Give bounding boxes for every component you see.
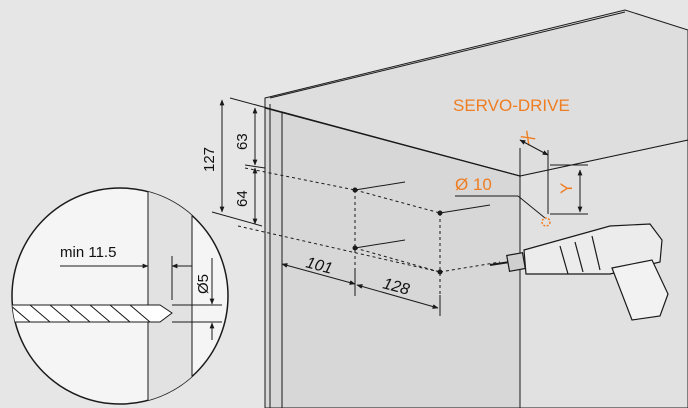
dim-127-top-ext: [229, 97, 521, 177]
dim-vertical: [211, 99, 266, 227]
layout-dash-diag: [354, 189, 441, 214]
dim-63-label: 63: [234, 133, 251, 150]
dim-horizontal: [281, 263, 441, 316]
panel-top: [264, 9, 688, 177]
layout-dash-row-mid: [354, 247, 441, 273]
layout-dash-row-top: [244, 167, 356, 191]
leader-1: [354, 181, 406, 191]
dia-5-label: Ø5: [195, 274, 212, 294]
holes: [352, 187, 443, 275]
hole-2: [352, 245, 358, 251]
drill-layout: [229, 97, 521, 315]
dim-64-label: 64: [234, 190, 251, 207]
dim-128-label: 128: [381, 275, 411, 298]
hole-3: [437, 210, 443, 216]
min-11-5-label: min 11.5: [60, 244, 116, 261]
drill-tool: [489, 223, 669, 321]
hole-1: [352, 187, 358, 193]
servo-drive-label: SERVO-DRIVE: [453, 96, 570, 115]
panel-top-rim: [269, 11, 626, 99]
y-label: Y: [557, 183, 576, 194]
servo-hole: [541, 217, 551, 227]
layout-dash-row-bot: [237, 225, 441, 273]
layout-to-drill: [439, 261, 501, 273]
dia-10-label: Ø 10: [455, 175, 492, 194]
dim-127-label: 127: [201, 147, 218, 172]
drill-bit: [12, 304, 173, 323]
detail-view: [11, 187, 229, 405]
leader-3: [439, 204, 491, 214]
cabinet: [264, 9, 688, 408]
leader-2: [354, 239, 406, 249]
servo-dims: [455, 139, 588, 219]
hole-4: [437, 269, 443, 275]
dim-101-label: 101: [304, 254, 334, 277]
